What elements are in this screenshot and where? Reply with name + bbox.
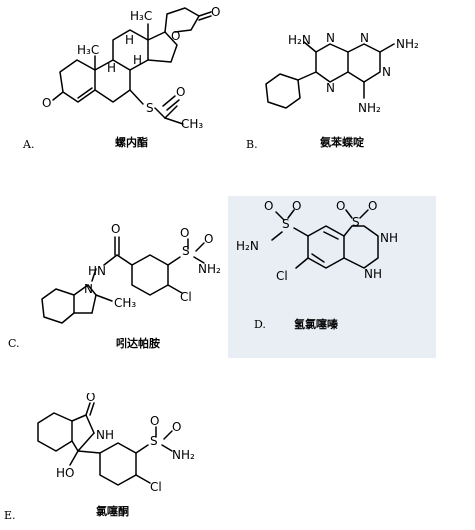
option-c-letter: C. bbox=[8, 337, 20, 350]
a-o-ketone-label: O bbox=[42, 96, 51, 110]
a-o-ring-label: O bbox=[171, 29, 180, 43]
c-o-label: O bbox=[111, 222, 120, 236]
d-s-label: S bbox=[282, 217, 290, 231]
c-ch3-label: CH₃ bbox=[114, 296, 136, 310]
c-nh2-label: NH₂ bbox=[198, 262, 221, 276]
e-ho-label: HO bbox=[56, 466, 74, 480]
triamterene-structure: H₂N NH₂ NH₂ N N N N bbox=[265, 31, 419, 115]
d-o-label: O bbox=[264, 199, 273, 213]
a-h-label: H bbox=[107, 61, 116, 75]
a-o-acetyl-label: O bbox=[176, 85, 185, 99]
e-cl-label: Cl bbox=[150, 480, 162, 494]
option-e-letter: E. bbox=[4, 509, 16, 522]
option-d-name: 氢氯噻嗪 bbox=[294, 318, 338, 331]
d-nh-label: NH bbox=[364, 267, 382, 281]
a-ch3-label: CH₃ bbox=[181, 117, 203, 131]
b-nh2-label: NH₂ bbox=[396, 37, 419, 51]
b-n-label: N bbox=[382, 65, 391, 79]
option-a-letter: A. bbox=[23, 138, 35, 151]
b-n-label: N bbox=[360, 31, 369, 45]
spironolactone-structure: H₃C H₃C H H H O O O S O CH₃ bbox=[42, 5, 220, 131]
b-n-label: N bbox=[326, 81, 335, 95]
e-nh-label: NH bbox=[96, 428, 114, 442]
option-c-panel: O HN N CH₃ S O O NH₂ Cl C. 吲达帕胺 bbox=[0, 215, 228, 355]
a-h-label: H bbox=[125, 33, 134, 47]
c-o-label: O bbox=[204, 232, 213, 246]
d-o-label: O bbox=[368, 199, 377, 213]
option-b-letter: B. bbox=[246, 138, 258, 151]
c-s-label: S bbox=[182, 244, 190, 258]
e-nh2-label: NH₂ bbox=[172, 448, 195, 462]
option-b-name: 氨苯蝶啶 bbox=[320, 136, 364, 149]
option-e-name: 氯噻酮 bbox=[96, 505, 129, 518]
e-o-label: O bbox=[150, 414, 159, 428]
c-n-label: N bbox=[84, 282, 93, 296]
e-o-label: O bbox=[86, 393, 95, 404]
a-h3c-left-label: H₃C bbox=[77, 43, 99, 57]
option-a-name: 螺内酯 bbox=[115, 136, 148, 149]
a-h-label: H bbox=[133, 53, 142, 67]
option-c-name: 吲达帕胺 bbox=[116, 337, 160, 350]
option-b-panel: H₂N NH₂ NH₂ N N N N B. 氨苯蝶啶 bbox=[238, 0, 475, 165]
e-s-label: S bbox=[150, 434, 158, 448]
option-a-panel: H₃C H₃C H H H O O O S O CH₃ A. 螺内酯 bbox=[15, 0, 230, 165]
option-d-panel: S O O H₂N S O O NH NH Cl D. 氢氯噻嗪 bbox=[228, 196, 436, 358]
d-s-label: S bbox=[352, 215, 360, 229]
d-nh-label: NH bbox=[380, 231, 398, 245]
c-hn-label: HN bbox=[88, 264, 106, 278]
b-n-label: N bbox=[326, 31, 335, 45]
e-o-label: O bbox=[172, 420, 181, 434]
b-nh2-label: NH₂ bbox=[358, 101, 381, 115]
d-h2n-label: H₂N bbox=[236, 239, 259, 253]
indapamide-structure: O HN N CH₃ S O O NH₂ Cl bbox=[41, 222, 221, 324]
d-o-label: O bbox=[336, 199, 345, 213]
option-d-letter: D. bbox=[254, 318, 266, 331]
a-s-label: S bbox=[146, 101, 154, 115]
d-o-label: O bbox=[292, 199, 301, 213]
a-h3c-top-label: H₃C bbox=[130, 9, 152, 23]
c-cl-label: Cl bbox=[180, 290, 192, 304]
c-o-label: O bbox=[180, 226, 189, 240]
d-cl-label: Cl bbox=[276, 269, 288, 283]
b-h2n-label: H₂N bbox=[288, 33, 311, 47]
chlortalidone-structure: O NH HO S O O NH₂ Cl bbox=[37, 393, 195, 494]
a-o-carbonyl-label: O bbox=[211, 5, 220, 19]
hydrochlorothiazide-structure: S O O H₂N S O O NH NH Cl bbox=[236, 199, 398, 283]
option-e-panel: O NH HO S O O NH₂ Cl E. 氯噻酮 bbox=[0, 393, 245, 530]
